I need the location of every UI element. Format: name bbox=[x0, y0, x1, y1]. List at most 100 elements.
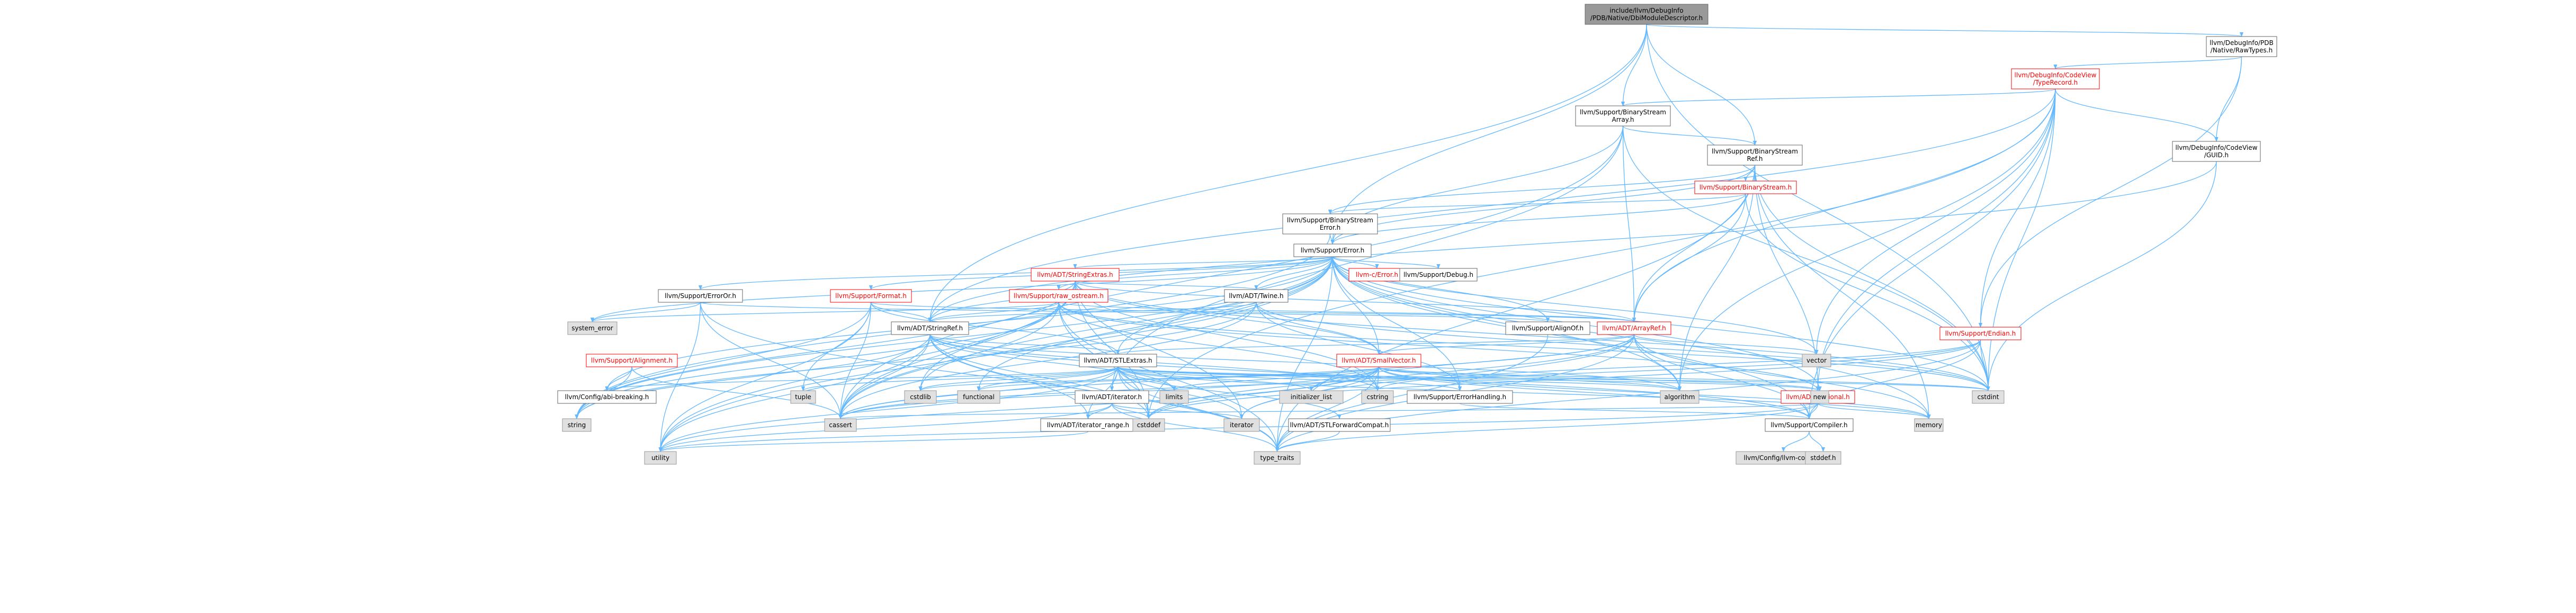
edge-optional-to-memory bbox=[1817, 403, 1931, 419]
edge-rawtypes-to-guid bbox=[2214, 56, 2242, 142]
node-errorh[interactable]: llvm-c/Error.h bbox=[1348, 268, 1406, 282]
edge-error-to-utility bbox=[658, 256, 1333, 452]
node-label: llvm/Support/Error.h bbox=[1301, 247, 1365, 254]
node-error[interactable]: llvm/Support/Error.h bbox=[1293, 244, 1372, 257]
node-rawtypes[interactable]: llvm/DebugInfo/PDB/Native/RawTypes.h bbox=[2206, 36, 2277, 57]
node-errorhandling[interactable]: llvm/Support/ErrorHandling.h bbox=[1407, 390, 1513, 404]
node-box bbox=[567, 321, 618, 335]
edge-rawostream-to-systemerror bbox=[591, 302, 1059, 322]
edge-stringref-to-compiler bbox=[929, 334, 1811, 419]
edge-error-to-compiler bbox=[1332, 256, 1811, 419]
node-label: /Native/RawTypes.h bbox=[2211, 47, 2273, 54]
edge-compiler-to-stddef bbox=[1809, 431, 1826, 452]
edge-iterator-to-iteratorstd bbox=[1111, 403, 1244, 419]
edge-error-to-systemerror bbox=[591, 256, 1333, 322]
node-cstdlib: cstdlib bbox=[904, 390, 937, 404]
node-binarystream[interactable]: llvm/Support/BinaryStream.h bbox=[1694, 181, 1797, 194]
edge-typerecord-to-bsarray bbox=[1621, 88, 2056, 106]
edge-iterator-to-cstddef bbox=[1111, 403, 1151, 419]
node-label: Array.h bbox=[1612, 116, 1634, 123]
node-label: memory bbox=[1916, 421, 1942, 429]
node-label: utility bbox=[651, 454, 669, 462]
edge-iterator-to-utility bbox=[658, 403, 1113, 452]
node-box bbox=[1972, 390, 2005, 404]
node-iterator[interactable]: llvm/ADT/iterator.h bbox=[1075, 390, 1149, 404]
node-configbreak[interactable]: llvm/Config/abi-breaking.h bbox=[557, 390, 657, 404]
node-box bbox=[1031, 268, 1120, 282]
edge-format-to-stringref bbox=[870, 302, 932, 322]
node-endian[interactable]: llvm/Support/Endian.h bbox=[1939, 327, 2022, 340]
node-label: llvm/ADT/iterator.h bbox=[1082, 393, 1142, 401]
node-stringref[interactable]: llvm/ADT/StringRef.h bbox=[891, 321, 969, 335]
edge-erroror-to-utility bbox=[658, 302, 701, 452]
edge-smallvector-to-cstdint bbox=[1378, 366, 1990, 391]
node-label: llvm-c/Error.h bbox=[1356, 271, 1398, 278]
node-alignment[interactable]: llvm/Support/Alignment.h bbox=[586, 354, 678, 367]
edge-stlextras-to-initlist bbox=[1117, 366, 1313, 391]
node-focus[interactable]: include/llvm/DebugInfo/PDB/Native/DbiMod… bbox=[1585, 4, 1709, 25]
node-compiler[interactable]: llvm/Support/Compiler.h bbox=[1765, 418, 1854, 432]
node-label: llvm/Support/ErrorHandling.h bbox=[1414, 393, 1506, 401]
edge-bsref-to-bserror bbox=[1328, 165, 1756, 214]
node-alignof[interactable]: llvm/Support/AlignOf.h bbox=[1505, 321, 1590, 335]
edge-typerecord-to-algorithm bbox=[1677, 88, 2056, 391]
node-box bbox=[2206, 36, 2277, 57]
edge-stlextras-to-configbreak bbox=[605, 366, 1119, 391]
edge-smallvector-to-compiler bbox=[1378, 366, 1811, 419]
node-label: llvm/DebugInfo/CodeView bbox=[2015, 71, 2097, 79]
edge-erroror-to-alignof bbox=[700, 302, 1550, 322]
edge-rawostream-to-stringref bbox=[928, 302, 1059, 322]
node-stlextras[interactable]: llvm/ADT/STLExtras.h bbox=[1079, 354, 1157, 367]
edge-alignment-to-cassert bbox=[631, 366, 843, 419]
node-cstdint: cstdint bbox=[1972, 390, 2005, 404]
edge-errorhandling-to-compiler bbox=[1459, 403, 1811, 419]
node-typerecord[interactable]: llvm/DebugInfo/CodeView/TypeRecord.h bbox=[2011, 68, 2100, 89]
edge-smallvector-to-initlist bbox=[1309, 366, 1380, 391]
node-label: llvm/ADT/ArrayRef.h bbox=[1602, 324, 1666, 332]
node-functional: functional bbox=[957, 390, 1000, 404]
edge-stlextras-to-cstdlib bbox=[918, 366, 1119, 391]
node-iterrange[interactable]: llvm/ADT/iterator_range.h bbox=[1040, 418, 1136, 432]
node-twine[interactable]: llvm/ADT/Twine.h bbox=[1224, 289, 1289, 303]
node-guid[interactable]: llvm/DebugInfo/CodeView/GUID.h bbox=[2172, 141, 2261, 162]
node-label: Error.h bbox=[1320, 224, 1341, 231]
node-smallvector[interactable]: llvm/ADT/SmallVector.h bbox=[1336, 354, 1421, 367]
edge-format-to-arrayref bbox=[870, 302, 1636, 322]
node-box bbox=[1597, 321, 1671, 335]
node-label: limits bbox=[1166, 393, 1183, 401]
node-box bbox=[644, 451, 677, 465]
node-label: Ref.h bbox=[1747, 155, 1763, 163]
node-label: llvm/ADT/StringExtras.h bbox=[1037, 271, 1113, 278]
node-box bbox=[1660, 390, 1700, 404]
node-box bbox=[1765, 418, 1854, 432]
node-box bbox=[1361, 390, 1394, 404]
node-box bbox=[1407, 390, 1513, 404]
node-label: algorithm bbox=[1665, 393, 1695, 401]
edge-binarystream-to-arrayref bbox=[1632, 193, 1746, 322]
node-rawostream[interactable]: llvm/Support/raw_ostream.h bbox=[1009, 289, 1108, 303]
node-erroror[interactable]: llvm/Support/ErrorOr.h bbox=[658, 289, 743, 303]
edge-error-to-errorh bbox=[1332, 256, 1379, 269]
node-debug[interactable]: llvm/Support/Debug.h bbox=[1399, 268, 1478, 282]
node-label: /TypeRecord.h bbox=[2033, 79, 2078, 86]
node-typetraits: type_traits bbox=[1254, 451, 1301, 465]
edge-smallvector-to-utility bbox=[658, 366, 1380, 452]
node-limits: limits bbox=[1159, 390, 1189, 404]
node-stlforward[interactable]: llvm/ADT/STLForwardCompat.h bbox=[1288, 418, 1391, 432]
node-format[interactable]: llvm/Support/Format.h bbox=[830, 289, 912, 303]
node-label: llvm/DebugInfo/PDB bbox=[2210, 39, 2273, 47]
node-label: llvm/Support/raw_ostream.h bbox=[1014, 292, 1104, 300]
node-arrayref[interactable]: llvm/ADT/ArrayRef.h bbox=[1597, 321, 1671, 335]
edge-focus-to-bsref bbox=[1646, 24, 1757, 146]
node-optional[interactable]: llvm/ADT/Optional.h bbox=[1781, 390, 1855, 404]
node-stringextras[interactable]: llvm/ADT/StringExtras.h bbox=[1031, 268, 1120, 282]
edge-stlextras-to-utility bbox=[658, 366, 1119, 452]
edge-guid-to-cstdint bbox=[1986, 161, 2217, 391]
node-box bbox=[891, 321, 969, 335]
nodes-layer: include/llvm/DebugInfo/PDB/Native/DbiMod… bbox=[557, 4, 2277, 465]
node-iteratorstd: iterator bbox=[1223, 418, 1260, 432]
